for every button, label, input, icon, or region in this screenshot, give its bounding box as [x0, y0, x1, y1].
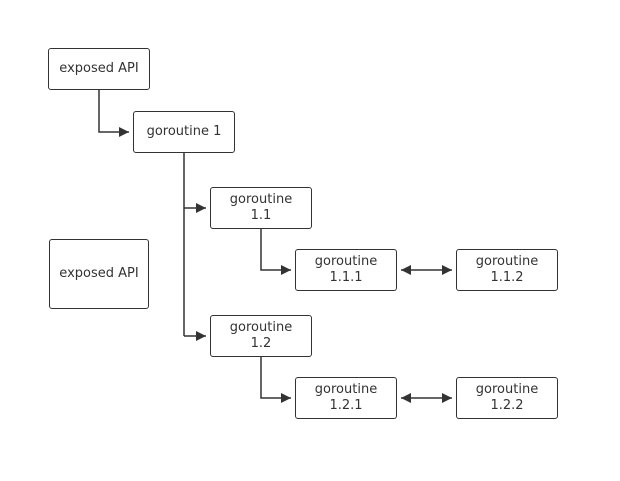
node-label: exposed API [59, 61, 139, 76]
node-label: goroutine 1.2.2 [475, 382, 539, 413]
node-goroutine-1-1-1[interactable]: goroutine 1.1.1 [295, 249, 397, 291]
node-goroutine-1-2-1[interactable]: goroutine 1.2.1 [295, 377, 397, 419]
node-goroutine-1-2[interactable]: goroutine 1.2 [210, 315, 312, 357]
node-exposed-api-bottom[interactable]: exposed API [49, 239, 149, 309]
node-label: goroutine 1.2 [229, 320, 293, 351]
node-label: exposed API [59, 266, 139, 281]
node-label: goroutine 1 [146, 124, 222, 139]
edge-g1-2-to-g1-2-1 [260, 357, 291, 403]
node-goroutine-1-1[interactable]: goroutine 1.1 [210, 187, 312, 229]
node-goroutine-1-1-2[interactable]: goroutine 1.1.2 [456, 249, 558, 291]
node-label: goroutine 1.1.1 [314, 254, 378, 285]
node-label: goroutine 1.2.1 [314, 382, 378, 413]
edge-g1-1-to-g1-1-1 [260, 229, 291, 275]
node-goroutine-1-2-2[interactable]: goroutine 1.2.2 [456, 377, 558, 419]
node-goroutine-1[interactable]: goroutine 1 [133, 111, 235, 153]
node-exposed-api-top[interactable]: exposed API [48, 48, 150, 90]
edge-api-to-g1 [98, 90, 129, 137]
node-label: goroutine 1.1 [229, 192, 293, 223]
node-label: goroutine 1.1.2 [475, 254, 539, 285]
